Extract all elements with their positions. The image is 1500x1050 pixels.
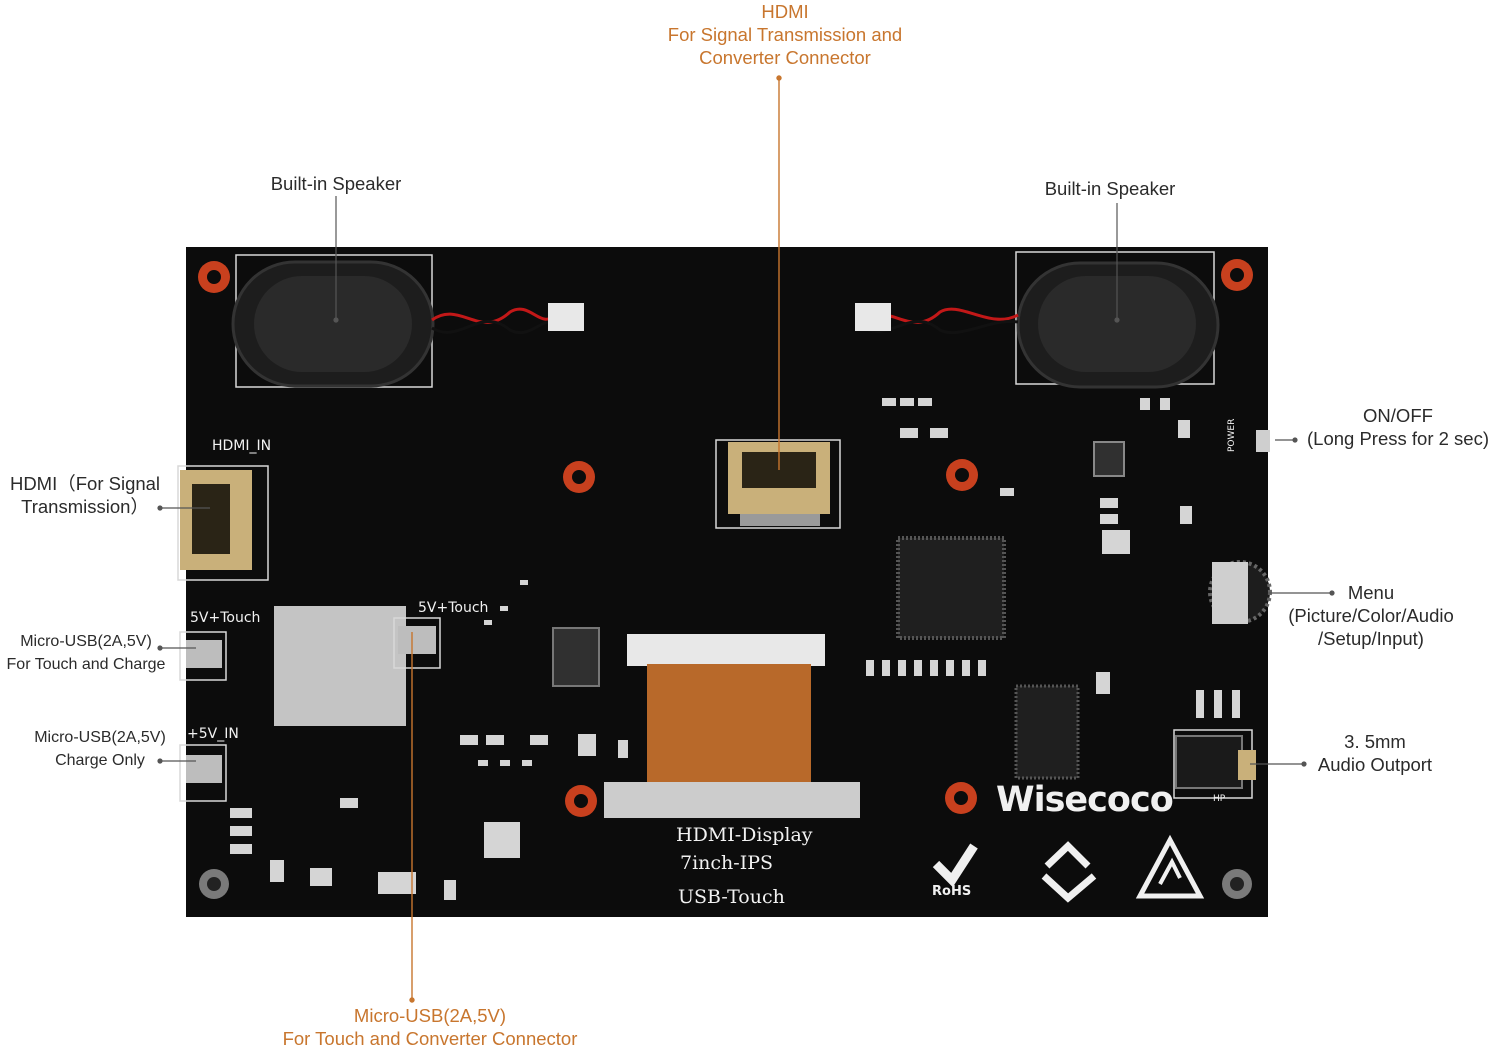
hdmi-top-connector: [715, 439, 841, 529]
usb-charge-only-port: [186, 755, 222, 783]
callout-audio-line1: 3. 5mm: [1344, 731, 1406, 752]
speaker-right: [1016, 261, 1220, 389]
shield-plate: [274, 606, 406, 726]
product-line-2: 7inch-IPS: [680, 852, 774, 874]
callout-usb-touch-charge-line2: For Touch and Charge: [6, 656, 166, 673]
callout-usb-charge-only: Micro-USB(2A,5V) Charge Only: [20, 726, 180, 772]
silk-5v-touch-center: 5V+Touch: [418, 600, 489, 616]
callout-usb-touch-charge-line1: Micro-USB(2A,5V): [20, 633, 152, 650]
callout-hdmi-top: HDMI For Signal Transmission and Convert…: [640, 0, 930, 69]
callout-hdmi-left-line1: HDMI（For Signal: [9, 473, 161, 494]
callout-onoff-line1: ON/OFF: [1363, 405, 1433, 426]
speaker-left: [231, 260, 435, 388]
callout-speaker-left: Built-in Speaker: [270, 173, 402, 194]
callout-menu: Menu (Picture/Color/Audio /Setup/Input): [1276, 581, 1466, 650]
brand-logo: Wisecoco: [996, 780, 1174, 820]
silk-power: POWER: [1227, 418, 1237, 452]
callout-onoff-line2: (Long Press for 2 sec): [1307, 428, 1489, 449]
usb-touch-charge-port: [186, 640, 222, 668]
callout-usb-touch-charge: Micro-USB(2A,5V) For Touch and Charge: [0, 630, 172, 676]
rohs-check-icon: [932, 843, 978, 888]
silk-5v-touch-left: 5V+Touch: [190, 610, 261, 626]
flex-cable: [604, 634, 860, 818]
callout-menu-line1: Menu: [1347, 582, 1395, 603]
callout-usb-charge-only-line1: Micro-USB(2A,5V): [34, 729, 166, 746]
callout-speaker-right: Built-in Speaker: [1044, 178, 1176, 199]
silk-hp: HP: [1213, 794, 1226, 804]
usb-bottom-port: [398, 626, 436, 654]
mount-holes: [198, 259, 1253, 817]
callout-hdmi-top-line1: HDMI: [761, 1, 809, 22]
callout-audio: 3. 5mm Audio Outport: [1300, 730, 1450, 776]
callout-menu-line3: /Setup/Input): [1318, 628, 1424, 649]
silk-5v-in: +5V_IN: [187, 726, 239, 742]
callout-usb-bottom-line2: For Touch and Converter Connector: [282, 1028, 578, 1049]
rohs-label: RoHS: [932, 884, 972, 899]
callout-usb-charge-only-line2: Charge Only: [55, 752, 145, 769]
silk-hdmi-in: HDMI_IN: [212, 438, 272, 454]
main-ic: [896, 536, 1006, 640]
callout-hdmi-top-line3: Converter Connector: [699, 47, 871, 68]
callout-usb-bottom-line1: Micro-USB(2A,5V): [353, 1005, 507, 1026]
callout-usb-bottom: Micro-USB(2A,5V) For Touch and Converter…: [250, 1004, 610, 1050]
callout-hdmi-top-line2: For Signal Transmission and: [667, 24, 903, 45]
product-line-1: HDMI-Display: [676, 824, 813, 846]
esd-warning-icon: [1135, 834, 1205, 899]
callout-onoff: ON/OFF (Long Press for 2 sec): [1296, 404, 1500, 450]
recycle-icon: [1041, 841, 1097, 903]
callout-hdmi-left: HDMI（For Signal Transmission）: [0, 472, 170, 518]
callout-hdmi-left-line2: Transmission）: [21, 496, 149, 517]
product-line-3: USB-Touch: [678, 886, 785, 908]
callout-audio-line2: Audio Outport: [1317, 754, 1433, 775]
callout-menu-line2: (Picture/Color/Audio: [1288, 605, 1454, 626]
hdmi-left-connector: [177, 465, 269, 581]
